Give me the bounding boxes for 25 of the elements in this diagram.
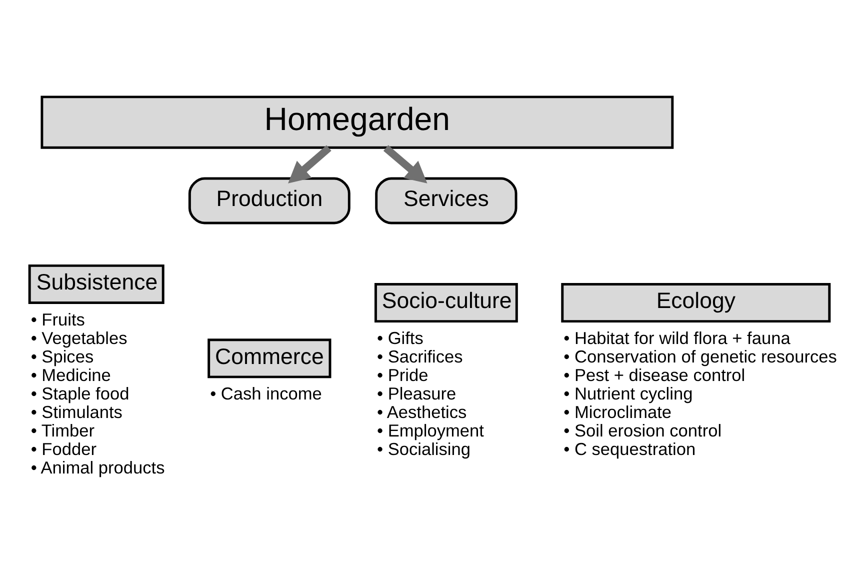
node-label: • Conservation of genetic resources <box>564 346 837 366</box>
node-label: • C sequestration <box>564 439 696 460</box>
node-box: Homegarden <box>40 96 674 149</box>
node-label: • Sacrifices <box>376 346 463 366</box>
arrow <box>383 145 428 184</box>
node-box: Services <box>375 177 518 224</box>
arrow <box>288 145 332 184</box>
node-label: • Timber <box>30 420 95 441</box>
node-label: • Habitat for wild flora + fauna <box>564 328 790 348</box>
node-label: • Animal products <box>30 458 165 478</box>
node-label: • Socialising <box>376 439 471 460</box>
node-box: Production <box>188 177 350 224</box>
node-label: • Medicine <box>30 364 111 385</box>
node-label: • Gifts <box>376 328 424 348</box>
node-label: • Vegetables <box>30 328 128 348</box>
node-label: • Aesthetics <box>376 402 467 422</box>
node-label: • Fruits <box>30 309 85 330</box>
node-label: • Employment <box>376 420 484 441</box>
node-label: • Pride <box>376 364 428 385</box>
node-label: • Pleasure <box>376 383 456 404</box>
node-label: • Nutrient cycling <box>564 383 693 404</box>
node-label: • Soil erosion control <box>564 420 722 441</box>
node-label: • Cash income <box>210 383 322 404</box>
node-label: • Staple food <box>30 383 130 404</box>
node-label: • Fodder <box>30 439 96 460</box>
